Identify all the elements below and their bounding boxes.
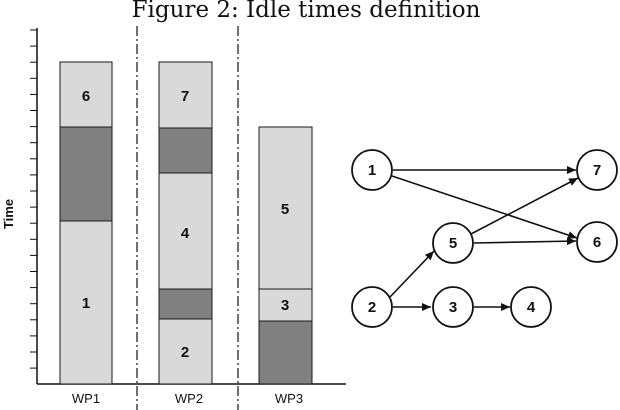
graph-node-4: 4 (510, 286, 552, 328)
graph-node-4-label: 4 (527, 299, 536, 316)
wp3-block-2 (258, 288, 313, 322)
wp1-block-2-idle (59, 126, 113, 222)
wp2-block-4-idle (158, 127, 213, 174)
wp1-label: WP1 (72, 391, 100, 406)
graph-node-5: 5 (432, 222, 474, 264)
graph-node-6-label: 6 (593, 234, 601, 251)
wp2-block-1-label: 2 (181, 344, 189, 361)
wp2-block-3-label: 4 (181, 225, 190, 242)
wp1-block-1-label: 1 (82, 295, 90, 312)
graph-node-1-label: 1 (368, 162, 376, 179)
y-ticks (30, 29, 37, 369)
wp3-block-2-label: 3 (281, 297, 289, 314)
graph-nodes: 1 2 3 4 5 6 7 (351, 149, 618, 328)
edge-1-6 (391, 175, 578, 239)
wp2-block-5-label: 7 (181, 88, 189, 105)
wp1-block-3 (59, 61, 113, 128)
wp2-label: WP2 (175, 391, 203, 406)
wp1-block-1 (59, 220, 113, 385)
wp3-block-3-label: 5 (281, 201, 289, 218)
graph-node-5-label: 5 (449, 235, 457, 252)
wp2-block-1 (158, 318, 213, 385)
wp3-block-3 (258, 126, 313, 290)
wp-column-3: 3 5 WP3 (258, 126, 313, 406)
graph-node-2-label: 2 (368, 299, 376, 316)
wp1-block-3-label: 6 (82, 88, 90, 105)
edge-5-6 (473, 237, 577, 246)
edge-5-7 (470, 177, 579, 235)
graph-node-7-label: 7 (593, 162, 601, 179)
graph-edges (389, 166, 579, 311)
graph-node-2: 2 (351, 286, 393, 328)
wp3-block-1-idle (258, 320, 313, 385)
graph-node-6: 6 (576, 221, 618, 263)
wp2-block-5 (158, 61, 213, 129)
wp3-label: WP3 (275, 391, 303, 406)
wp-column-1: 1 6 WP1 (59, 61, 113, 406)
wp2-block-3 (158, 172, 213, 290)
wp2-block-2-idle (158, 288, 213, 320)
graph-node-1: 1 (351, 149, 393, 191)
graph-node-3: 3 (432, 286, 474, 328)
wp-column-2: 2 4 7 WP2 (158, 61, 213, 406)
graph-node-3-label: 3 (449, 299, 457, 316)
graph-node-7: 7 (576, 149, 618, 191)
y-axis-label: Time (1, 199, 16, 229)
wp-separators (136, 26, 239, 410)
figure-title: Figure 2: Idle times definition (131, 0, 481, 23)
edge-2-5 (389, 250, 435, 298)
